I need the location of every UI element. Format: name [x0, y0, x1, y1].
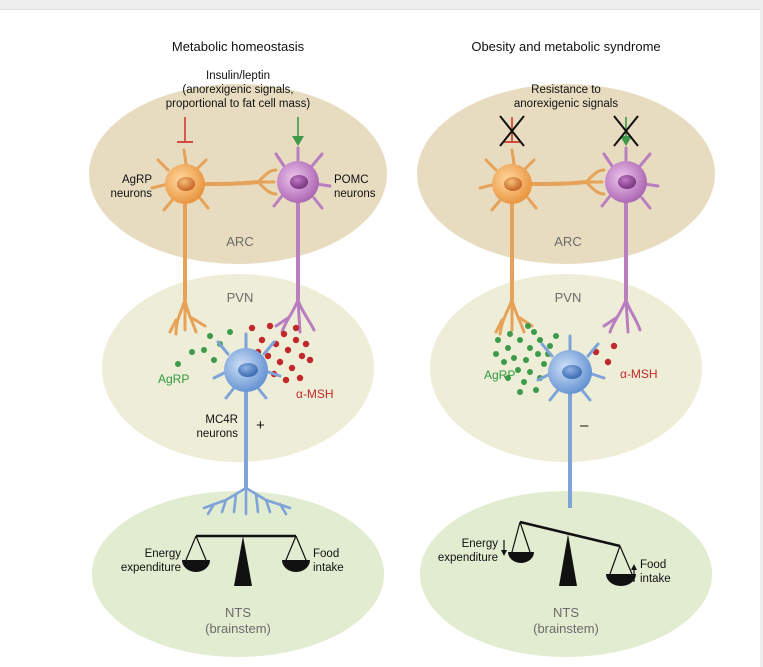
- nts-label-line-1: NTS: [553, 605, 579, 620]
- agrp-peptide-label: AgRP: [484, 368, 515, 382]
- energy-label-line-1: Energy: [462, 538, 499, 550]
- right-panel: Obesity and metabolic syndrome Resistanc…: [417, 39, 715, 657]
- pomc-neuron: [600, 146, 660, 334]
- nts-label-line-2: (brainstem): [205, 621, 271, 636]
- left-panel-title: Metabolic homeostasis: [172, 39, 305, 54]
- arc-label: ARC: [554, 234, 581, 249]
- msh-peptide-label: α-MSH: [620, 367, 658, 381]
- arc-label: ARC: [226, 234, 253, 249]
- down-arrow-icon: [501, 540, 507, 556]
- mc4r-neuron: [202, 332, 292, 516]
- agrp-neuron: [150, 148, 278, 336]
- left-panel: Metabolic homeostasis Insulin/leptin (an…: [89, 39, 387, 657]
- agrp-peptide-label: AgRP: [158, 372, 189, 386]
- blocked-inhibition-arrow: [499, 115, 525, 147]
- inhibition-arrow: [177, 117, 193, 143]
- signal-label-line-1: Resistance to: [531, 84, 601, 96]
- arc-region: [417, 84, 715, 264]
- activation-arrow: [292, 117, 304, 146]
- signal-label-line-3: proportional to fat cell mass): [166, 98, 311, 110]
- food-label-line-2: intake: [313, 562, 344, 574]
- pvn-label: PVN: [227, 290, 254, 305]
- positive-sign: +: [256, 417, 265, 434]
- agrp-neuron-label-line-1: AgRP: [122, 174, 152, 186]
- balance-scale: [182, 534, 310, 586]
- food-label-line-1: Food: [640, 559, 666, 571]
- msh-peptide-label: α-MSH: [296, 387, 334, 401]
- arc-region: [89, 84, 387, 264]
- signal-label-line-2: anorexigenic signals: [514, 98, 618, 110]
- mc4r-label-line-2: neurons: [196, 428, 238, 440]
- up-arrow-icon: [631, 564, 637, 582]
- energy-label-line-2: expenditure: [121, 562, 181, 574]
- pvn-label: PVN: [555, 290, 582, 305]
- right-frame-border: [760, 0, 763, 667]
- nts-label-line-2: (brainstem): [533, 621, 599, 636]
- mc4r-label-line-1: MC4R: [205, 414, 238, 426]
- food-label-line-1: Food: [313, 548, 339, 560]
- agrp-neuron-label-line-2: neurons: [110, 188, 152, 200]
- agrp-peptide-dots: [493, 323, 559, 395]
- energy-label-line-2: expenditure: [438, 552, 498, 564]
- agrp-neuron: [478, 148, 606, 336]
- nts-label-line-1: NTS: [225, 605, 251, 620]
- energy-label-line-1: Energy: [145, 548, 182, 560]
- top-frame-bar: [0, 0, 763, 10]
- pomc-neuron-label-line-2: neurons: [334, 188, 376, 200]
- pomc-neuron: [272, 146, 332, 334]
- signal-label-line-1: Insulin/leptin: [206, 70, 270, 82]
- mc4r-neuron: [536, 334, 606, 508]
- blocked-activation-arrow: [613, 115, 639, 147]
- pomc-neuron-label-line-1: POMC: [334, 174, 369, 186]
- signal-label-line-2: (anorexigenic signals,: [182, 84, 293, 96]
- negative-sign: –: [580, 417, 589, 434]
- balance-scale: [508, 520, 636, 586]
- food-label-line-2: intake: [640, 573, 671, 585]
- right-panel-title: Obesity and metabolic syndrome: [471, 39, 660, 54]
